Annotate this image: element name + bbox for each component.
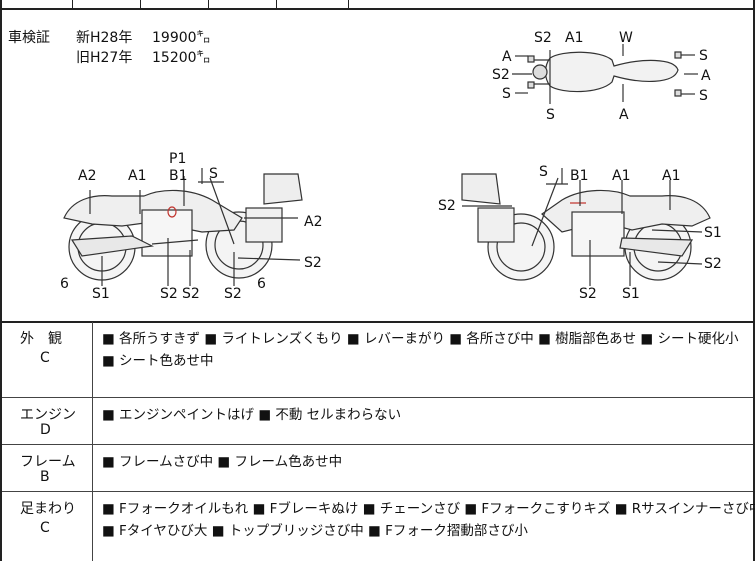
left-side-labels: P1 B1 S A2 A1 A2 S2 6 S1 S2 S2 S2 6 <box>60 151 322 302</box>
condition-note-line: ■ フレームさび中 ■ フレーム色あせ中 <box>102 454 343 470</box>
header-cell <box>2 0 73 8</box>
label-top-s-bottom: S <box>546 107 555 123</box>
label-right-s2: S2 <box>438 198 456 214</box>
label-right-s1: S1 <box>704 225 722 241</box>
diagram-panel: 車検証 新H28年 19900㌔ 旧H27年 15200㌔ <box>2 8 753 323</box>
registration-label: 車検証 <box>8 30 50 46</box>
condition-label: フレーム B <box>2 445 93 491</box>
condition-row-frame: フレーム B ■ フレームさび中 ■ フレーム色あせ中 <box>2 445 753 492</box>
condition-grade: C <box>40 520 50 536</box>
condition-notes: ■ Fフォークオイルもれ ■ Fブレーキぬけ ■ チェーンさび ■ Fフォークこ… <box>102 498 755 542</box>
label-left-s2c: S2 <box>224 286 242 302</box>
motorcycle-diagram: S2 A1 W A S2 S S A S A S <box>60 30 722 302</box>
label-right-b1: B1 <box>570 168 589 184</box>
label-top-s-left: S <box>502 86 511 102</box>
label-left-b1: B1 <box>169 168 188 184</box>
label-top-a1: A1 <box>565 30 583 46</box>
condition-notes: ■ 各所うすきず ■ ライトレンズくもり ■ レバーまがり ■ 各所さび中 ■ … <box>102 328 752 372</box>
label-left-s2b: S2 <box>182 286 200 302</box>
condition-label: エンジン D <box>2 398 93 444</box>
condition-notes: ■ エンジンペイントはげ ■ 不動 セルまわらない <box>102 404 752 426</box>
registration-info: 車検証 新H28年 19900㌔ 旧H27年 15200㌔ <box>8 28 268 72</box>
label-left-6b: 6 <box>257 276 266 292</box>
label-right-s2-right: S2 <box>704 256 722 272</box>
condition-row-exterior: 外 観 C ■ 各所うすきず ■ ライトレンズくもり ■ レバーまがり ■ 各所… <box>2 322 753 398</box>
label-left-s2-right: S2 <box>304 255 322 271</box>
label-top-s2: S2 <box>534 30 552 46</box>
label-top-s2-left: S2 <box>492 67 510 83</box>
registration-new-price: 19900㌔ <box>152 30 211 46</box>
registration-old-price: 15200㌔ <box>152 50 211 66</box>
label-left-p1: P1 <box>169 151 186 167</box>
condition-grade: B <box>40 469 50 485</box>
registration-new-era: 新H28年 <box>76 30 133 46</box>
label-left-6a: 6 <box>60 276 69 292</box>
top-view-labels: S2 A1 W A S2 S S A S A S <box>492 30 711 123</box>
left-side-motorcycle <box>63 168 303 286</box>
right-side-motorcycle <box>461 168 711 286</box>
condition-row-suspension: 足まわり C ■ Fフォークオイルもれ ■ Fブレーキぬけ ■ チェーンさび ■… <box>2 492 755 561</box>
label-right-a1a: A1 <box>612 168 630 184</box>
top-header-row <box>2 0 753 10</box>
header-cell <box>72 0 141 8</box>
condition-note-line: ■ シート色あせ中 <box>102 353 214 369</box>
condition-note-line: ■ エンジンペイントはげ ■ 不動 セルまわらない <box>102 407 402 423</box>
condition-name: フレーム <box>20 454 76 470</box>
header-cell <box>140 0 209 8</box>
condition-note-line: ■ Fタイヤひび大 ■ トップブリッジさび中 ■ Fフォーク摺動部さび小 <box>102 523 528 539</box>
header-cell <box>276 0 349 8</box>
condition-note-line: ■ Fフォークオイルもれ ■ Fブレーキぬけ ■ チェーンさび ■ Fフォークこ… <box>102 501 755 517</box>
label-top-a-left: A <box>502 49 512 65</box>
label-right-s2-bottom: S2 <box>579 286 597 302</box>
header-cell <box>208 0 277 8</box>
top-view-motorcycle <box>512 44 698 104</box>
right-side-labels: S B1 A1 A1 S2 S1 S2 S2 S1 <box>438 164 722 302</box>
label-top-s-right2: S <box>699 88 708 104</box>
condition-grade: C <box>40 350 50 366</box>
label-left-a1: A1 <box>128 168 146 184</box>
condition-label: 足まわり C <box>2 492 93 561</box>
label-left-s: S <box>209 166 218 182</box>
label-top-s-right1: S <box>699 48 708 64</box>
condition-note-line: ■ 各所うすきず ■ ライトレンズくもり ■ レバーまがり ■ 各所さび中 ■ … <box>102 331 739 347</box>
condition-label: 外 観 C <box>2 322 93 397</box>
label-right-s: S <box>539 164 548 180</box>
registration-old-era: 旧H27年 <box>76 50 133 66</box>
label-left-a2-right: A2 <box>304 214 322 230</box>
label-right-a1b: A1 <box>662 168 680 184</box>
label-left-s2a: S2 <box>160 286 178 302</box>
condition-name: エンジン <box>20 407 76 423</box>
condition-row-engine: エンジン D ■ エンジンペイントはげ ■ 不動 セルまわらない <box>2 398 753 445</box>
label-left-a2: A2 <box>78 168 96 184</box>
condition-name: 足まわり <box>20 501 76 517</box>
condition-notes: ■ フレームさび中 ■ フレーム色あせ中 <box>102 451 752 473</box>
label-top-a-right: A <box>701 68 711 84</box>
label-top-w: W <box>619 30 633 46</box>
condition-name: 外 観 <box>20 331 62 347</box>
label-top-a-bottom: A <box>619 107 629 123</box>
condition-grade: D <box>40 422 51 438</box>
label-right-s1-bottom: S1 <box>622 286 640 302</box>
label-left-s1: S1 <box>92 286 110 302</box>
